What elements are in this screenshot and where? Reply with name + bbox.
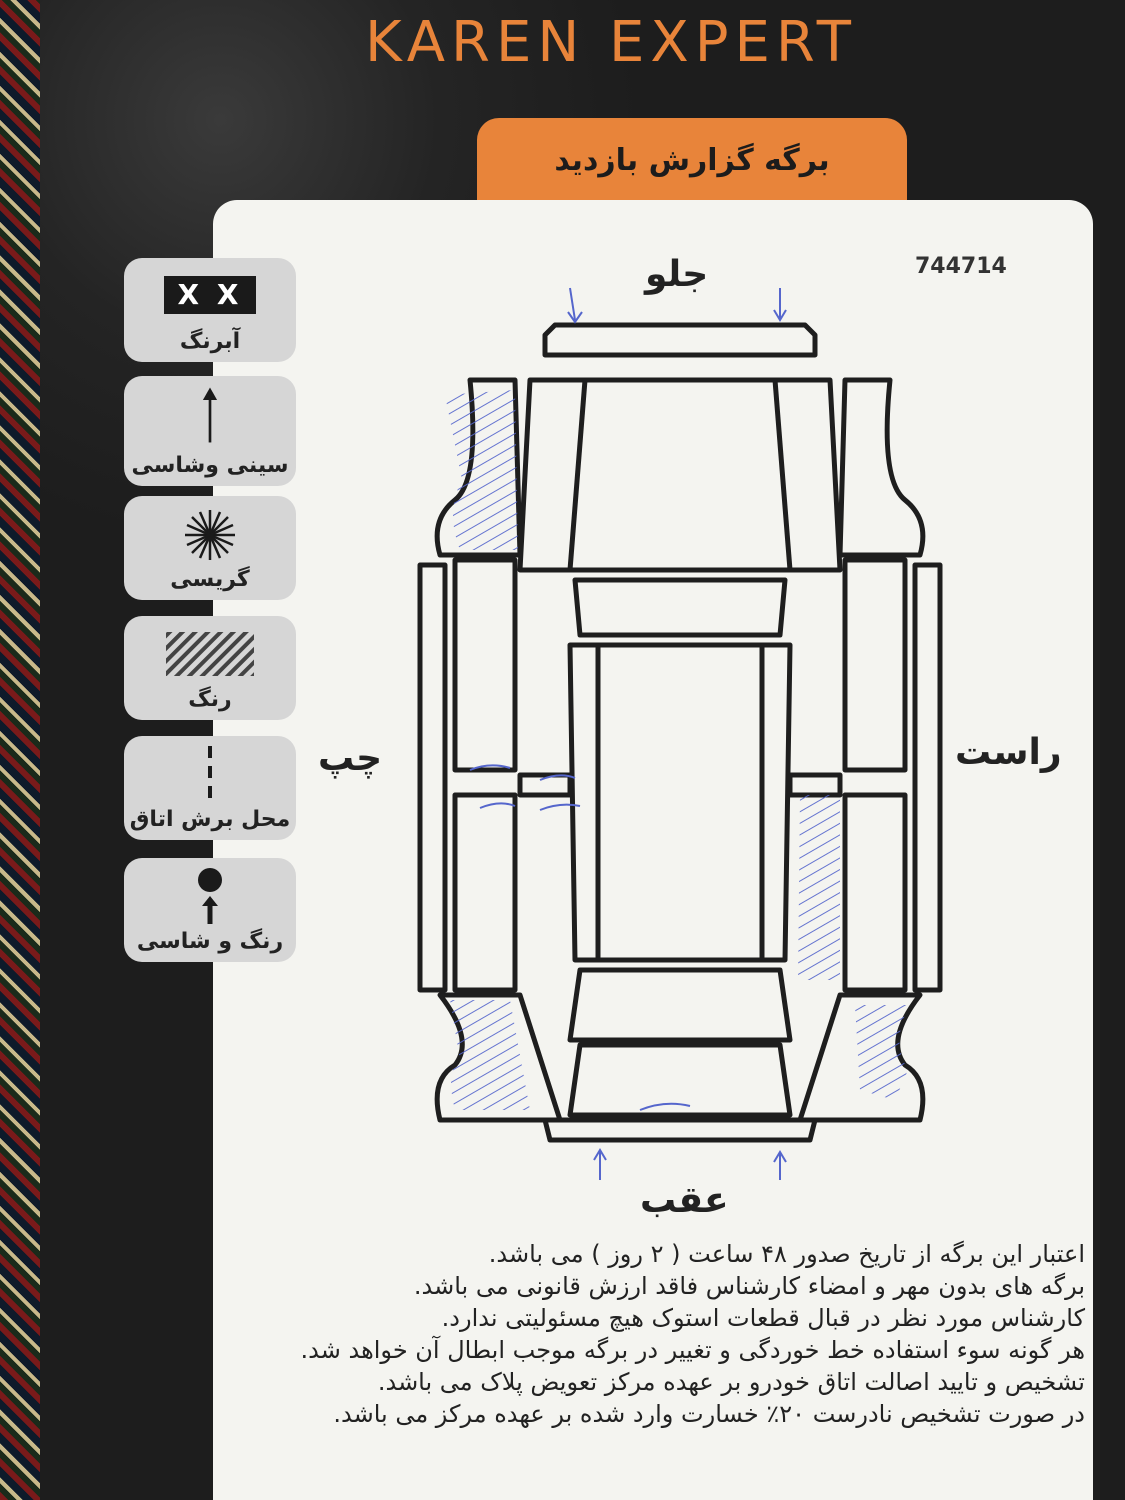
roof: [567, 642, 793, 963]
legend-item-paint: رنگ: [124, 616, 296, 720]
terms-notes: اعتبار این برگه از تاریخ صدور ۴۸ ساعت ( …: [250, 1238, 1085, 1430]
legend-label: رنگ: [188, 687, 232, 712]
legend-item-grease: گریسی: [124, 496, 296, 600]
trunk: [567, 1042, 793, 1118]
right-front-fender: [837, 377, 926, 558]
dot-arrow-icon: [198, 868, 222, 924]
legend-label: آبرنگ: [179, 329, 241, 354]
legend-item-touchup: X X آبرنگ: [124, 258, 296, 362]
legend-item-paint-chassis: رنگ و شاسی: [124, 858, 296, 962]
label-right: راست: [955, 732, 1062, 773]
hood: [517, 377, 843, 573]
left-rear-door: [452, 792, 518, 993]
label-front: جلو: [645, 254, 709, 295]
left-front-door: [452, 557, 518, 773]
legend-label: گریسی: [170, 567, 250, 592]
legend-item-cut-location: محل برش اتاق: [124, 736, 296, 840]
note-line: اعتبار این برگه از تاریخ صدور ۴۸ ساعت ( …: [488, 1240, 1085, 1268]
legend-item-chassis: سینی وشاسی: [124, 376, 296, 486]
background-carpet: [0, 0, 40, 1500]
legend-label: سینی وشاسی: [131, 453, 289, 478]
rear-bumper: [542, 1117, 818, 1143]
dashed-line-icon: [208, 746, 212, 802]
note-line: تشخیص و تایید اصالت اتاق خودرو بر عهده م…: [377, 1368, 1085, 1396]
note-line: در صورت تشخیص نادرست ۲۰٪ خسارت وارد شده …: [333, 1400, 1085, 1428]
windshield: [572, 577, 788, 638]
report-title: برگه گزارش بازدید: [477, 118, 907, 210]
legend-label: رنگ و شاسی: [136, 929, 284, 954]
note-line: برگه های بدون مهر و امضاء کارشناس فاقد ا…: [413, 1272, 1085, 1300]
paint-marks: [445, 390, 910, 1110]
right-front-door: [842, 557, 908, 773]
hatch-icon: [166, 632, 254, 676]
legend-label: محل برش اتاق: [129, 807, 291, 832]
arrow-up-icon: [202, 387, 218, 443]
xx-icon: X X: [124, 266, 296, 328]
rear-window: [567, 967, 793, 1043]
inspection-sheet: [213, 200, 1093, 1500]
brand-logo: KAREN EXPERT: [365, 10, 857, 75]
front-bumper: [542, 322, 818, 358]
right-rear-door: [842, 792, 908, 993]
note-line: هر گونه سوء استفاده خط خوردگی و تغییر در…: [300, 1336, 1085, 1364]
ink-arrows: [469, 287, 787, 1180]
label-left: چپ: [318, 738, 383, 779]
starburst-icon: [185, 510, 235, 560]
note-line: کارشناس مورد نظر در قبال قطعات استوک هیچ…: [441, 1304, 1085, 1332]
car-body-diagram: [417, 287, 943, 1180]
serial-number: 744714: [915, 254, 1007, 279]
label-rear: عقب: [640, 1180, 729, 1221]
